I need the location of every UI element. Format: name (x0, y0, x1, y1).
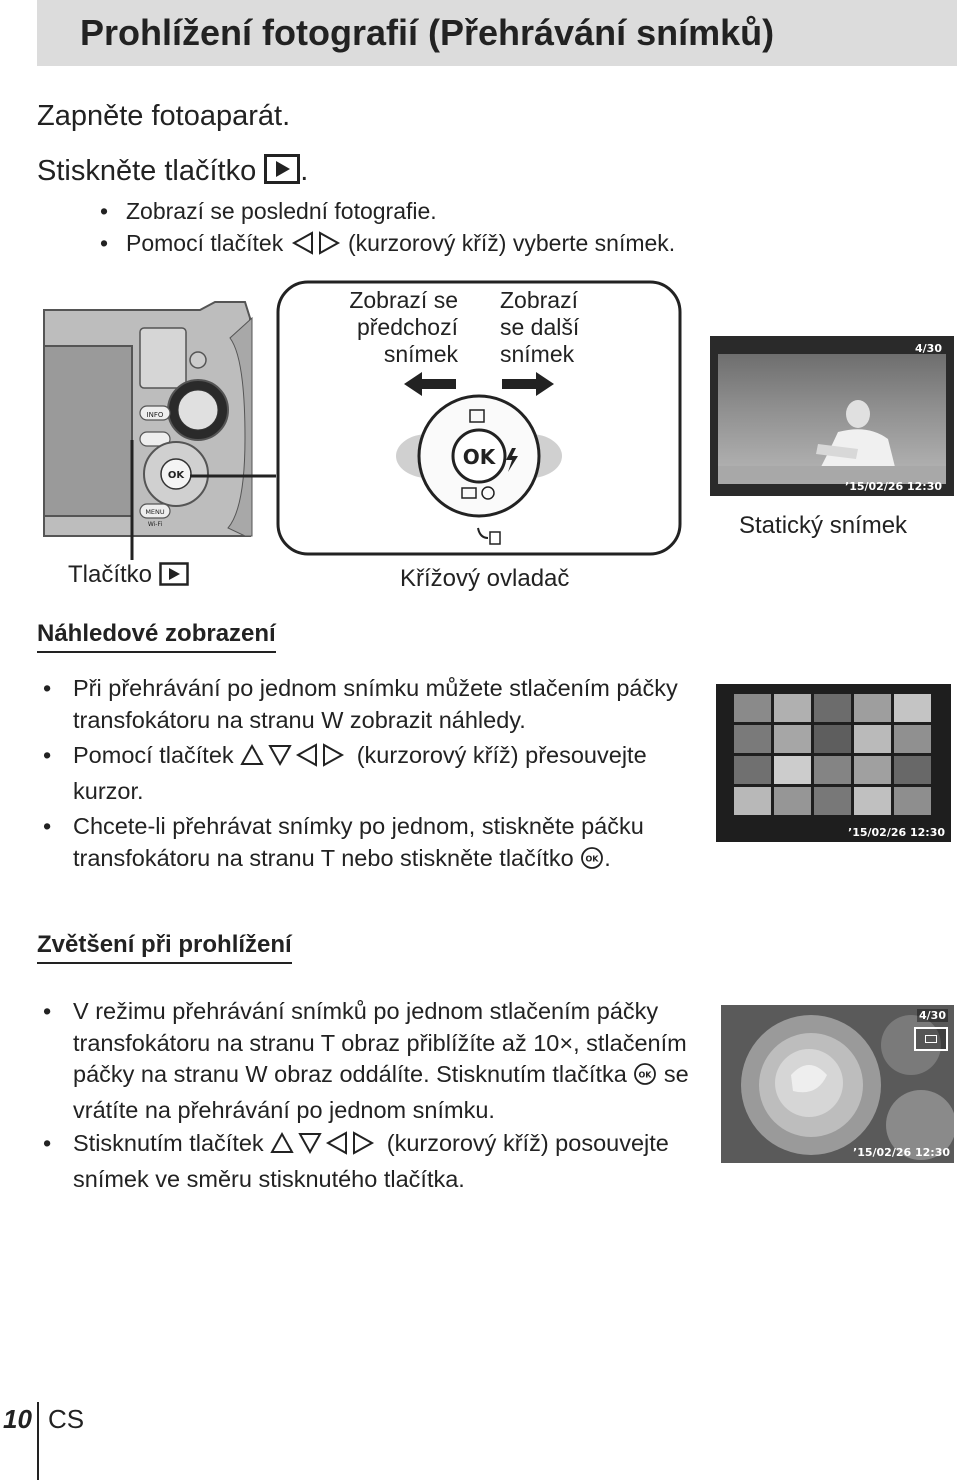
play-icon (264, 154, 301, 192)
thumbnail (814, 725, 851, 753)
info-button-label: INFO (147, 411, 164, 419)
thumbnail (774, 694, 811, 722)
thumbnail (734, 725, 771, 753)
play-icon (158, 562, 189, 593)
thumbnail (854, 756, 891, 784)
left-arrow-icon (404, 372, 456, 396)
step-2-period: . (300, 155, 309, 187)
prev-image-label: Zobrazí se předchozí snímek (349, 287, 458, 367)
zoom-view-image: 4/30 ’15/02/26 12:30 (721, 1005, 954, 1163)
thumbnail (814, 787, 851, 815)
index-bullet-1: Při přehrávání po jednom snímku můžete s… (37, 673, 707, 736)
index-bullet-2-text: Pomocí tlačítek (73, 742, 234, 768)
zoom-counter: 4/30 (917, 1009, 948, 1022)
thumbnail (894, 756, 931, 784)
thumbnail (774, 756, 811, 784)
camera-ok-label: OK (168, 470, 186, 481)
ok-icon: OK (580, 846, 604, 879)
step-bullet-2: •Pomocí tlačítek (kurzorový kříž) vybert… (100, 230, 675, 261)
next-image-label: Zobrazí se další snímek (500, 287, 580, 367)
thumbnail (894, 694, 931, 722)
still-photo-area (718, 354, 946, 484)
menu-button-label: MENU (145, 508, 165, 516)
play-button-caption-text: Tlačítko (68, 561, 153, 588)
thumbnail (854, 725, 891, 753)
still-image: 4/30 ’15/02/26 12:30 (710, 336, 954, 496)
index-bullet-3-text: Chcete-li přehrávat snímky po jednom, st… (73, 813, 644, 871)
step-bullet-2-text: Pomocí tlačítek (126, 230, 284, 256)
left-right-arrows-icon (290, 231, 342, 261)
thumbnail (814, 756, 851, 784)
zoom-bullet-2-text: Stisknutím tlačítek (73, 1130, 264, 1156)
step-bullet-2-text-after: (kurzorový kříž) vyberte snímek. (348, 230, 676, 256)
still-datetime: ’15/02/26 12:30 (845, 480, 942, 493)
thumbnail (734, 694, 771, 722)
zoom-bullet-list: V režimu přehrávání snímků po jednom stl… (37, 996, 717, 1195)
cross-key-callout: OK (276, 280, 682, 556)
zoom-bullet-2-text-after: (kurzorový kříž) posouvejte snímek ve sm… (73, 1130, 669, 1192)
index-bullet-1-text: Při přehrávání po jednom snímku můžete s… (73, 675, 678, 733)
thumbnail (734, 787, 771, 815)
step-2-text: Stiskněte tlačítko (37, 155, 257, 187)
index-bullet-2: Pomocí tlačítek (kurzorový kříž) přesouv… (37, 740, 707, 807)
wifi-label: Wi-Fi (148, 521, 163, 528)
page-number: 10 (3, 1404, 32, 1434)
step-1: Zapněte fotoaparát. (37, 100, 290, 133)
zoom-datetime: ’15/02/26 12:30 (853, 1146, 950, 1159)
play-button-caption: Tlačítko (68, 561, 189, 593)
language-code: CS (48, 1404, 85, 1434)
thumbnail (854, 787, 891, 815)
thumbnail (814, 694, 851, 722)
thumbnail (734, 756, 771, 784)
thumbnail-grid (734, 694, 931, 815)
index-section-heading: Náhledové zobrazení (37, 620, 276, 653)
index-datetime: ’15/02/26 12:30 (848, 826, 945, 839)
svg-text:OK: OK (586, 854, 600, 863)
camera-back-illustration: INFO OK MENU Wi-Fi (43, 301, 253, 537)
step-bullet-1-text: Zobrazí se poslední fotografie. (126, 198, 437, 224)
index-bullet-3-period: . (604, 844, 611, 871)
title-bar (37, 0, 957, 66)
zoom-section-heading: Zvětšení při prohlížení (37, 931, 292, 964)
thumbnail (774, 725, 811, 753)
step-1-text: Zapněte fotoaparát. (37, 100, 291, 132)
zoom-position-indicator (914, 1027, 948, 1051)
index-bullet-3: Chcete-li přehrávat snímky po jednom, st… (37, 811, 707, 878)
person-reading-photo (718, 400, 946, 484)
svg-text:OK: OK (639, 1071, 653, 1080)
zoom-bullet-2: Stisknutím tlačítek (kurzorový kříž) pos… (37, 1128, 717, 1195)
zoom-bullet-1-text: V režimu přehrávání snímků po jednom stl… (73, 998, 687, 1087)
zoom-frame-marker (925, 1035, 937, 1043)
zoom-bullet-1-text-after: se vrátíte na přehrávání po jednom snímk… (73, 1061, 689, 1123)
thumbnail (774, 787, 811, 815)
zoom-bullet-1: V režimu přehrávání snímků po jednom stl… (37, 996, 717, 1126)
thumbnail (854, 694, 891, 722)
leader-lines (130, 440, 276, 560)
four-arrows-icon (240, 743, 350, 776)
index-bullet-list: Při přehrávání po jednom snímku můžete s… (37, 673, 707, 878)
page-title: Prohlížení fotografií (Přehrávání snímků… (80, 12, 775, 53)
footer-divider (37, 1402, 39, 1480)
cross-key-ok-label: OK (463, 445, 497, 469)
thumbnail (894, 787, 931, 815)
cross-key-caption: Křížový ovladač (400, 565, 570, 592)
still-counter: 4/30 (915, 342, 942, 355)
index-bullet-2-text-after: (kurzorový kříž) přesouvejte kurzor. (73, 742, 647, 804)
right-arrow-icon (502, 372, 554, 396)
index-view-image: ’15/02/26 12:30 (716, 684, 951, 842)
ok-icon: OK (633, 1062, 657, 1095)
step-2: Stiskněte tlačítko . (37, 154, 308, 192)
step-bullet-1: •Zobrazí se poslední fotografie. (100, 198, 437, 224)
thumbnail (894, 725, 931, 753)
four-arrows-icon (270, 1131, 380, 1164)
still-image-caption: Statický snímek (739, 512, 908, 539)
